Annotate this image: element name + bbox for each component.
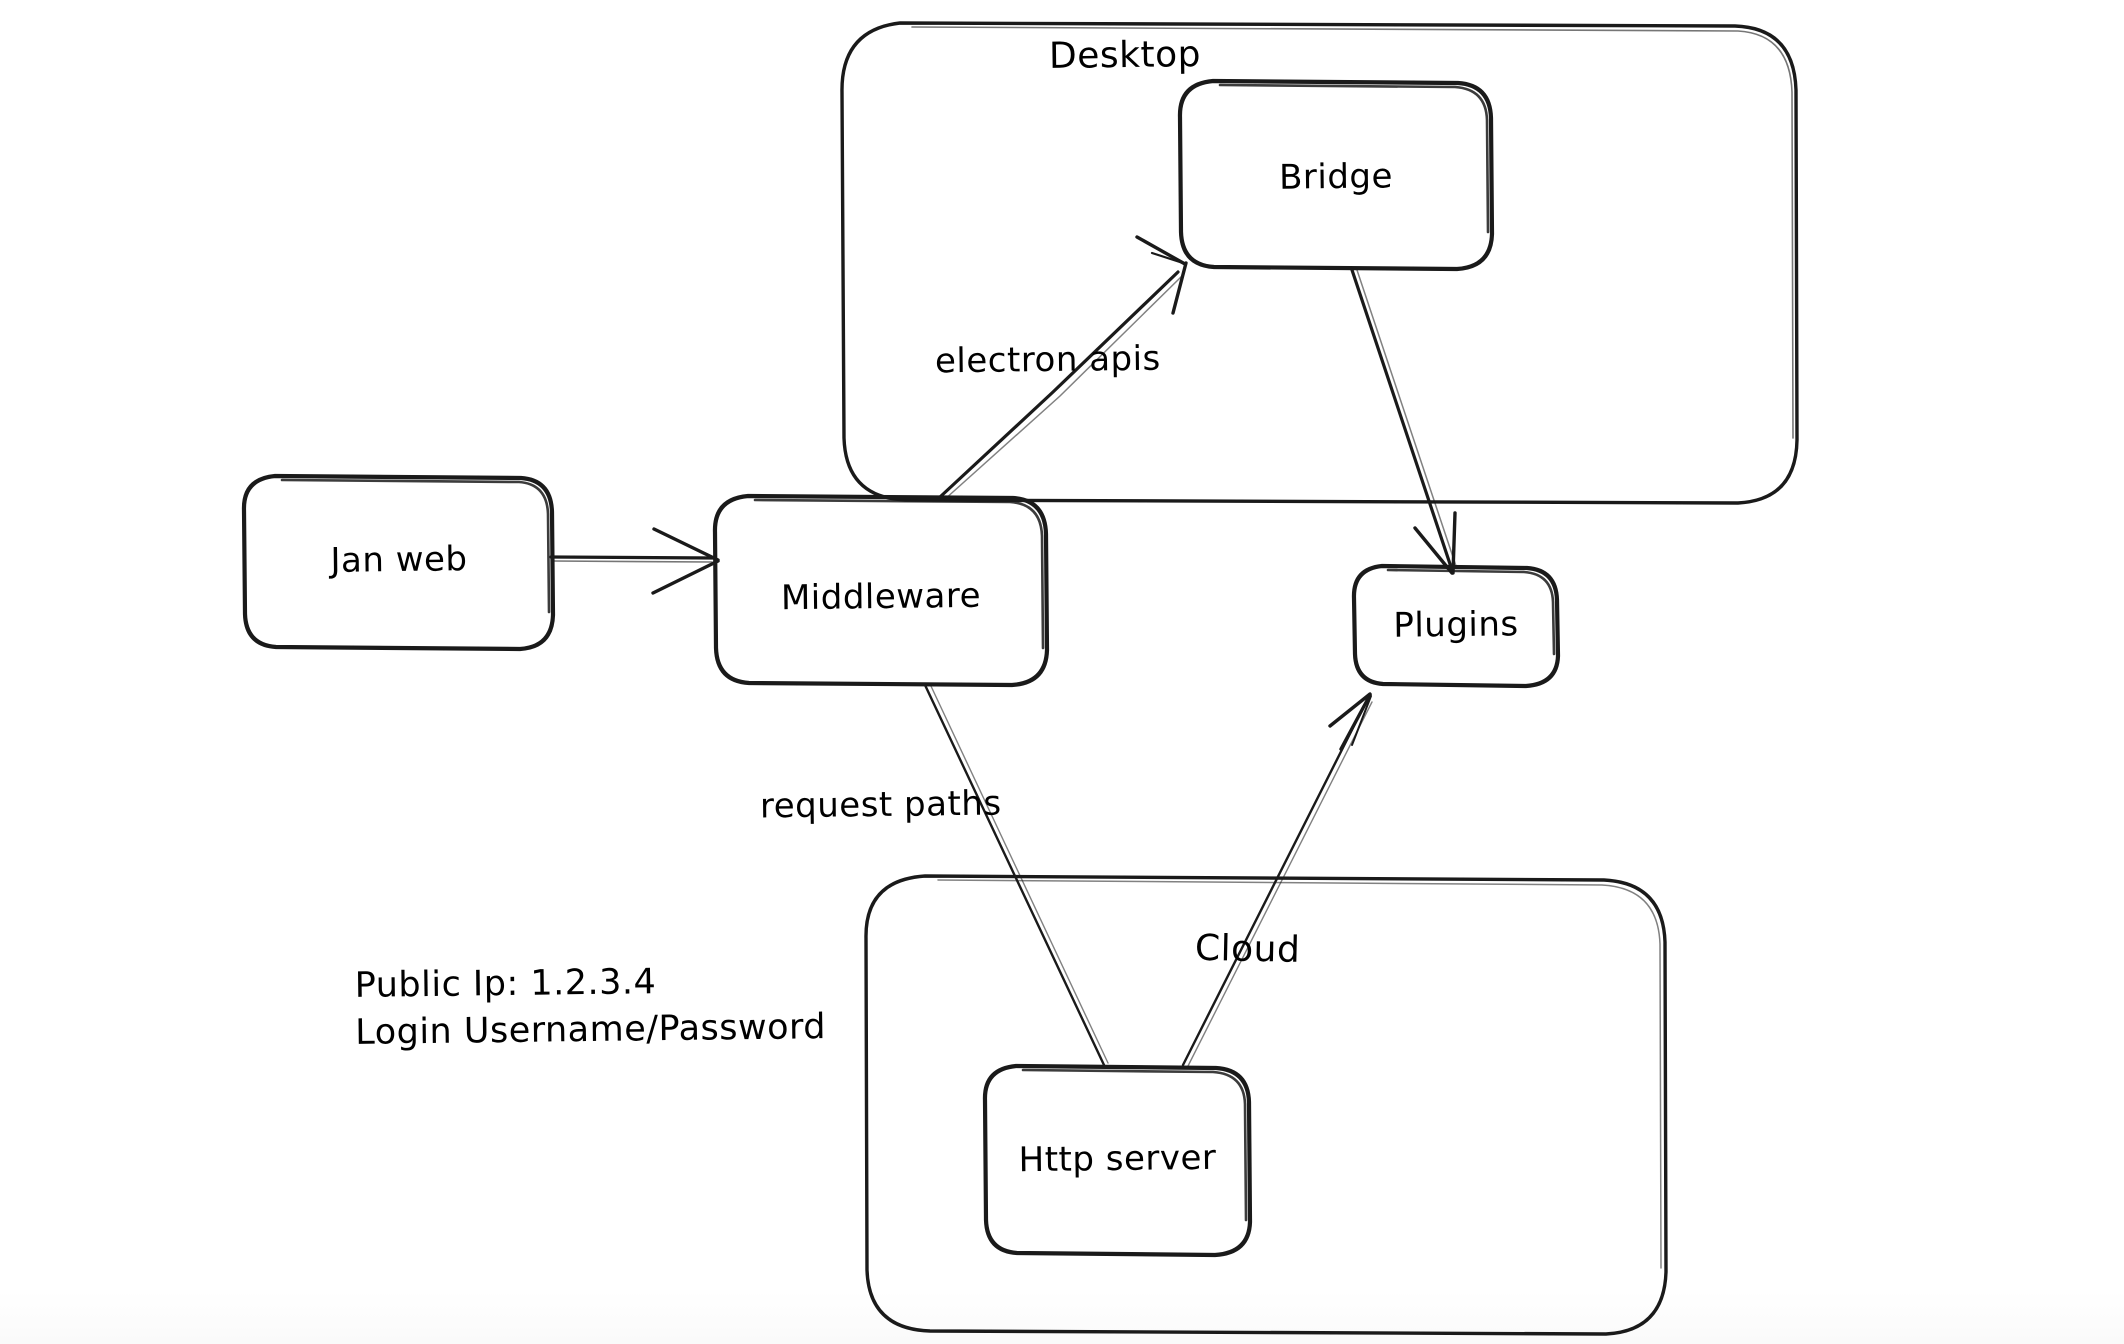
note-public-ip: Public Ip: 1.2.3.4	[354, 962, 657, 1006]
container-label-desktop: Desktop	[1048, 34, 1202, 77]
edge-middleware-to-httpserver	[923, 683, 1109, 1067]
container-desktop	[840, 21, 1799, 505]
edge-janweb-to-middleware	[549, 527, 720, 595]
node-label-http-server: Http server	[1018, 1137, 1217, 1181]
node-middleware[interactable]	[712, 493, 1050, 688]
edge-httpserver-to-plugins	[1181, 692, 1373, 1067]
container-label-cloud: Cloud	[1194, 927, 1301, 971]
notes-block: Public Ip: 1.2.3.4 Login Username/Passwo…	[354, 957, 826, 1057]
edge-label-request-paths: request paths	[759, 783, 1002, 827]
note-login-credentials: Login Username/Password	[355, 1007, 827, 1054]
node-label-middleware: Middleware	[780, 575, 982, 619]
node-bridge[interactable]	[1177, 78, 1495, 272]
node-http-server[interactable]	[982, 1063, 1253, 1258]
node-jan-web[interactable]	[241, 473, 556, 652]
node-label-jan-web: Jan web	[330, 539, 468, 581]
node-label-plugins: Plugins	[1393, 604, 1519, 646]
node-plugins[interactable]	[1351, 563, 1561, 689]
edge-middleware-to-bridge	[938, 235, 1188, 501]
container-cloud	[864, 874, 1668, 1336]
edge-label-electron-apis: electron apis	[934, 338, 1162, 382]
edge-bridge-to-plugins	[1350, 268, 1457, 575]
node-label-bridge: Bridge	[1278, 156, 1394, 198]
